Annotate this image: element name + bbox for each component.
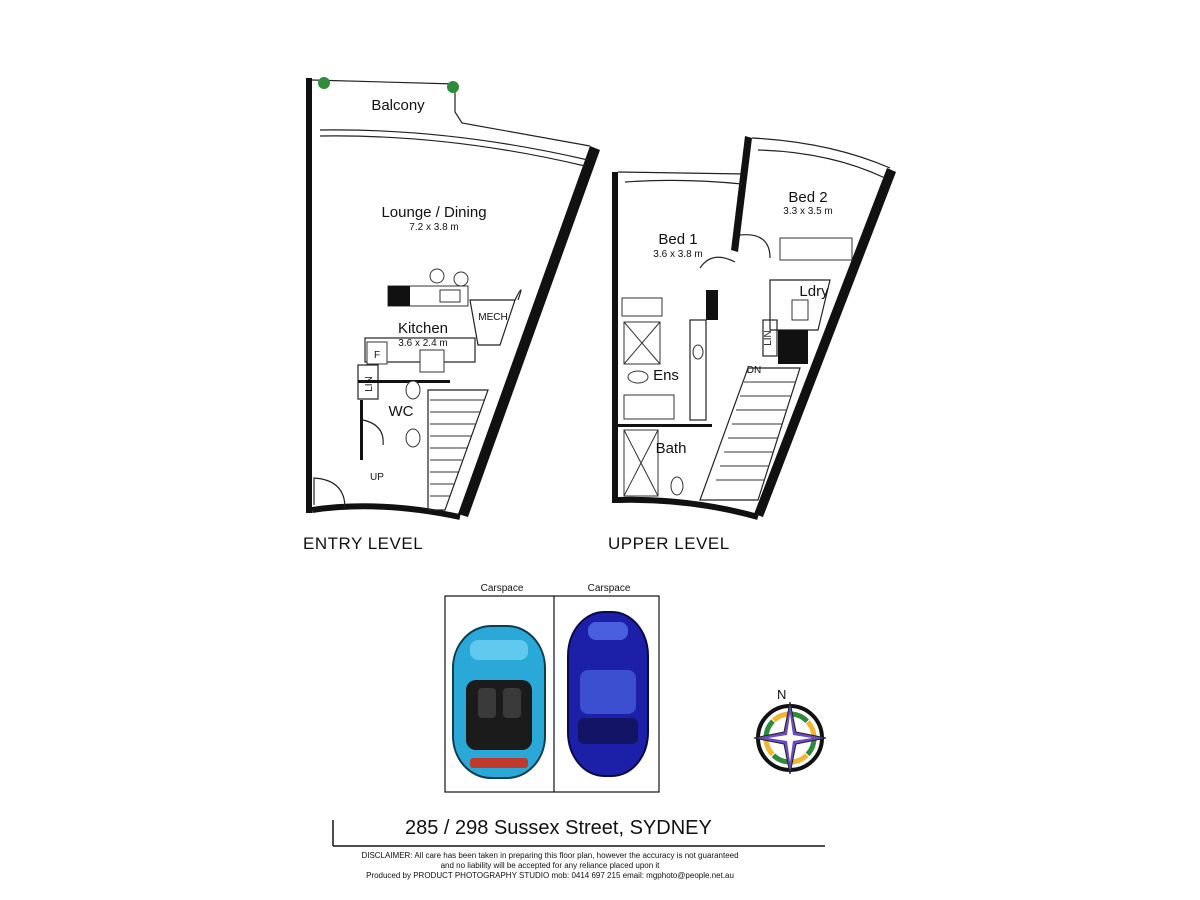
- bed2-label: Bed 2: [788, 189, 827, 206]
- car-icon: [567, 611, 649, 777]
- plant-icon: [318, 77, 330, 89]
- compass-icon: N: [753, 687, 827, 775]
- laundry-tub: [791, 299, 809, 321]
- bed2-door: [739, 234, 771, 259]
- carspaces: Carspace Carspace: [444, 583, 660, 793]
- producer-credit: Produced by PRODUCT PHOTOGRAPHY STUDIO m…: [366, 871, 734, 880]
- bed2-window: [757, 149, 886, 179]
- entry-left-wall: [306, 78, 312, 513]
- lounge-dining-dims: 7.2 x 3.8 m: [409, 222, 458, 233]
- bar-stool: [429, 268, 445, 284]
- bed1-door: [699, 256, 736, 269]
- bed1-robe: [621, 297, 663, 317]
- car-icon: [452, 625, 546, 779]
- kitchen-dims: 3.6 x 2.4 m: [398, 338, 447, 349]
- up-label: UP: [370, 472, 384, 483]
- bed1-top-wall: [617, 171, 746, 175]
- laundry-room: [769, 279, 831, 331]
- wc-side-wall: [360, 400, 363, 460]
- cooktop: [419, 349, 445, 373]
- upper-linen: [762, 319, 778, 357]
- bath-top-wall: [618, 424, 712, 427]
- balcony-glazing-inner: [319, 135, 586, 167]
- bed2-top-wall: [751, 137, 891, 169]
- upper-left-wall: [612, 172, 618, 503]
- bed1-label: Bed 1: [658, 231, 697, 248]
- kitchen-sink: [439, 289, 461, 303]
- dn-label: DN: [747, 365, 761, 376]
- disclaimer-line-2: and no liability will be accepted for an…: [440, 861, 660, 870]
- wc-basin: [405, 380, 421, 400]
- entry-stairs: [427, 389, 489, 511]
- upper-level-title: UPPER LEVEL: [608, 534, 730, 553]
- bed1-window: [624, 179, 743, 185]
- linen-label: LIN: [364, 376, 375, 392]
- upper-level-plan: Bed 1 3.6 x 3.8 m Bed 2 3.3 x 3.5 m Ldry…: [608, 136, 896, 553]
- bathtub: [623, 394, 675, 420]
- fridge: [366, 341, 388, 365]
- fridge-label: F: [374, 350, 380, 361]
- balcony-outline: [311, 79, 591, 147]
- ensuite-basin: [692, 344, 704, 360]
- kitchen-label: Kitchen: [398, 320, 448, 337]
- plant-icon: [447, 81, 459, 93]
- mech-door: [514, 289, 522, 301]
- laundry-wall: [778, 330, 808, 364]
- balcony-glazing: [319, 129, 589, 161]
- wc-door: [362, 419, 384, 446]
- compass-north-label: N: [777, 687, 786, 702]
- upper-right-wall: [754, 168, 896, 517]
- bed2-dims: 3.3 x 3.5 m: [783, 206, 832, 217]
- entry-bottom-wall: [311, 503, 461, 520]
- upper-bottom-wall: [617, 496, 759, 520]
- bed2-robe: [779, 237, 853, 261]
- entry-level-title: ENTRY LEVEL: [303, 534, 423, 553]
- wc-wall: [358, 380, 450, 383]
- wc-label: WC: [389, 403, 414, 420]
- bar-stool: [453, 271, 469, 287]
- bath-toilet: [670, 476, 684, 496]
- balcony-label: Balcony: [371, 97, 425, 114]
- property-address: 285 / 298 Sussex Street, SYDNEY: [405, 817, 712, 839]
- mech-room: [469, 299, 516, 346]
- disclaimer-line-1: DISCLAIMER: All care has been taken in p…: [361, 851, 739, 860]
- mech-label: MECH: [478, 312, 507, 323]
- ensuite-vanity: [689, 319, 707, 421]
- entry-door: [313, 477, 346, 509]
- toilet: [405, 428, 421, 448]
- laundry-label: Ldry: [799, 283, 829, 300]
- upper-linen-label: LIN: [763, 330, 774, 346]
- ensuite-label: Ens: [653, 367, 679, 384]
- bath-label: Bath: [656, 440, 687, 457]
- kitchen-wall-block: [388, 286, 410, 306]
- entry-right-wall: [458, 146, 600, 517]
- carspace-label-2: Carspace: [588, 583, 631, 594]
- upper-stairs: [699, 367, 801, 501]
- entry-level-plan: Balcony Lounge / Dining 7.2 x 3.8 m Kitc…: [303, 77, 600, 553]
- lounge-dining-label: Lounge / Dining: [381, 204, 486, 221]
- ensuite-wall: [706, 290, 718, 320]
- carspace-frame: [444, 595, 660, 793]
- ensuite-toilet: [627, 370, 649, 384]
- bed1-dims: 3.6 x 3.8 m: [653, 249, 702, 260]
- carspace-label-1: Carspace: [481, 583, 524, 594]
- bed-divider-wall: [731, 136, 752, 252]
